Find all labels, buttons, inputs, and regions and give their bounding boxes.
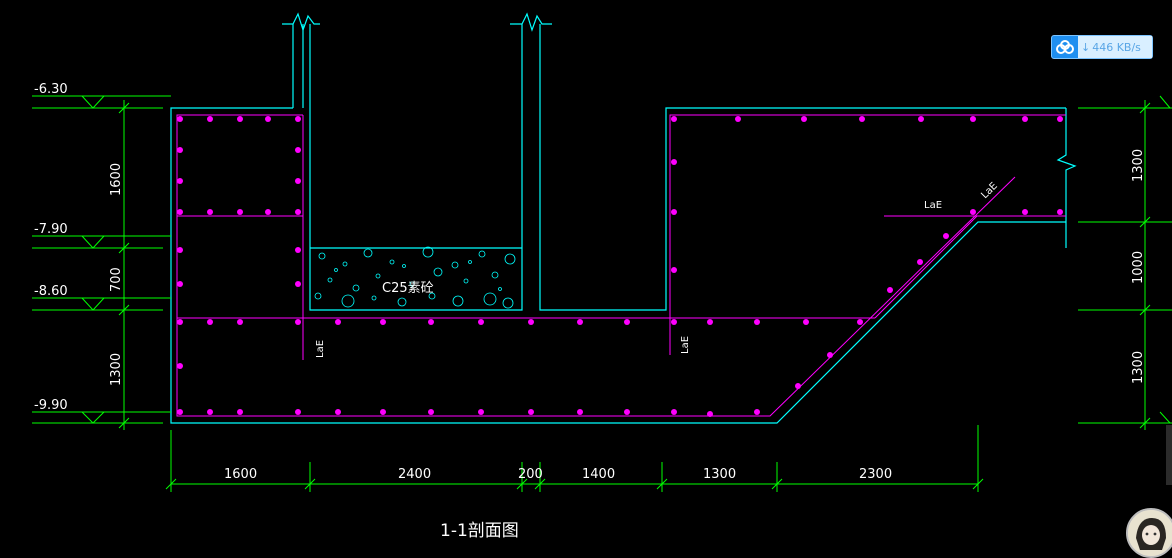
bottom-dim-1: 1600 xyxy=(224,467,257,482)
level-label-1: -6.30 xyxy=(34,82,68,97)
right-dim-2: 1000 xyxy=(1131,251,1146,284)
left-dim-1: 1600 xyxy=(109,163,124,196)
section-title: 1-1剖面图 xyxy=(440,521,519,541)
bottom-dim-4: 1400 xyxy=(582,467,615,482)
lae-label-1: LaE xyxy=(315,340,326,358)
bottom-dim-6: 2300 xyxy=(859,467,892,482)
scrollbar-edge[interactable] xyxy=(1166,425,1172,485)
right-dim-1: 1300 xyxy=(1131,149,1146,182)
right-dim-3: 1300 xyxy=(1131,351,1146,384)
rebar-lines xyxy=(176,114,1066,417)
concrete-label: C25素砼 xyxy=(382,281,434,296)
cloud-icon xyxy=(1052,36,1078,58)
download-speed-value: ↓ 446 KB/s xyxy=(1078,36,1152,58)
level-label-4: -9.90 xyxy=(34,398,68,413)
concrete-hatch xyxy=(314,246,516,309)
lae-label-3: LaE xyxy=(924,200,942,211)
lae-label-4: LaE xyxy=(979,181,1000,202)
lae-label-2: LaE xyxy=(680,336,691,354)
concrete-outline xyxy=(170,12,1077,424)
down-arrow-icon: ↓ xyxy=(1081,40,1091,54)
bottom-dim-5: 1300 xyxy=(703,467,736,482)
level-label-2: -7.90 xyxy=(34,222,68,237)
download-speed-text: 446 KB/s xyxy=(1092,40,1141,54)
left-dim-3: 1300 xyxy=(109,353,124,386)
bottom-dim-3: 200 xyxy=(518,467,543,482)
bottom-dim-2: 2400 xyxy=(398,467,431,482)
dimension-lines xyxy=(32,95,1172,492)
avatar[interactable] xyxy=(1126,508,1172,558)
rebar-dots xyxy=(177,116,1063,417)
left-dim-2: 700 xyxy=(109,267,124,292)
level-label-3: -8.60 xyxy=(34,284,68,299)
download-speed-widget[interactable]: ↓ 446 KB/s xyxy=(1051,35,1153,59)
